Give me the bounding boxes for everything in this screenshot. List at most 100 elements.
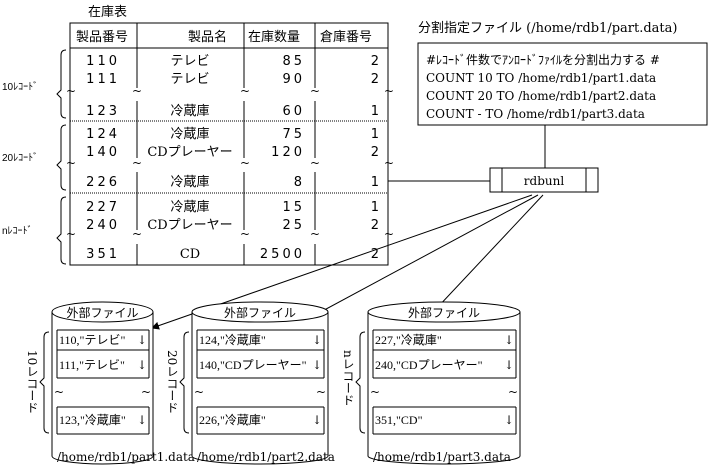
external-file-1: 外部ファイル110,"テレビ"↓111,"テレビ"↓123,"冷蔵庫"↓~~10… [25, 301, 195, 465]
cylinder-top [51, 301, 154, 323]
tilde-break: ~ [66, 84, 76, 98]
tilde-break: ~ [310, 156, 320, 170]
cell-product-name: CDプレーヤー [147, 145, 232, 160]
cell-product-no: 110 [86, 54, 120, 69]
record-text: 123,"冷蔵庫" [59, 413, 126, 427]
cell-warehouse-no: 1 [371, 200, 382, 215]
group-brace [355, 331, 366, 434]
cell-product-name: CDプレーヤー [147, 218, 232, 233]
tilde-break: ~ [66, 227, 76, 241]
group-brace [56, 196, 67, 265]
header-stock-qty: 在庫数量 [248, 30, 300, 45]
cell-stock-qty: 90 [282, 72, 305, 87]
record-text: 226,"冷蔵庫" [199, 413, 266, 427]
group-label-vertical: 20レコード [165, 350, 179, 413]
cell-product-name: 冷蔵庫 [170, 104, 209, 119]
cell-product-name: テレビ [170, 72, 209, 87]
header-warehouse-no: 倉庫番号 [320, 30, 372, 45]
cell-warehouse-no: 2 [371, 54, 382, 69]
tilde-break: ~ [132, 156, 142, 170]
table-title: 在庫表 [88, 5, 127, 20]
spec-file-title: 分割指定ファイル (/home/rdb1/part.data) [418, 20, 677, 36]
tilde-break: ~ [508, 385, 518, 399]
record-arrow-icon: ↓ [312, 413, 322, 427]
cell-product-name: 冷蔵庫 [170, 127, 209, 142]
cell-warehouse-no: 1 [371, 104, 382, 119]
group-brace [56, 49, 67, 119]
cell-stock-qty: 2500 [260, 247, 305, 262]
tilde-break: ~ [194, 385, 204, 399]
record-arrow-icon: ↓ [137, 358, 147, 372]
group-brace [56, 124, 67, 191]
tilde-break: ~ [240, 84, 250, 98]
tilde-break: ~ [384, 84, 394, 98]
external-file-label: 外部ファイル [224, 305, 296, 320]
cell-warehouse-no: 2 [371, 145, 382, 160]
record-text: 227,"冷蔵庫" [375, 333, 442, 347]
cell-product-name: 冷蔵庫 [170, 175, 209, 190]
group-label-vertical: 10レコード [25, 350, 39, 413]
tilde-break: ~ [384, 156, 394, 170]
cell-warehouse-no: 1 [371, 127, 382, 142]
output-arrow-2 [288, 194, 539, 330]
tilde-break: ~ [310, 227, 320, 241]
cell-product-no: 240 [86, 218, 120, 233]
record-arrow-icon: ↓ [312, 333, 322, 347]
group-label: nﾚｺｰﾄﾞ [2, 225, 33, 237]
spec-line: COUNT 10 TO /home/rdb1/part1.data [426, 71, 656, 85]
cell-stock-qty: 120 [271, 145, 305, 160]
cell-product-no: 123 [86, 104, 120, 119]
group-brace [39, 331, 50, 434]
cell-warehouse-no: 2 [371, 218, 382, 233]
cell-product-no: 226 [86, 175, 120, 190]
record-arrow-icon: ↓ [312, 358, 322, 372]
external-files: 外部ファイル110,"テレビ"↓111,"テレビ"↓123,"冷蔵庫"↓~~10… [25, 301, 521, 465]
cell-stock-qty: 15 [282, 200, 305, 215]
cell-stock-qty: 60 [282, 104, 305, 119]
cell-product-no: 140 [86, 145, 120, 160]
cell-stock-qty: 8 [294, 175, 305, 190]
group-label-vertical: nレコード [341, 350, 355, 406]
tilde-break: ~ [384, 227, 394, 241]
tilde-break: ~ [132, 84, 142, 98]
cell-product-no: 124 [86, 127, 120, 142]
file-path: /home/rdb1/part3.data [373, 450, 511, 464]
tilde-break: ~ [370, 385, 380, 399]
tilde-break: ~ [66, 156, 76, 170]
header-product-no: 製品番号 [76, 30, 128, 45]
record-text: 140,"CDプレーヤー" [199, 358, 307, 372]
cell-product-name: テレビ [170, 54, 209, 69]
cell-warehouse-no: 2 [371, 72, 382, 87]
external-file-label: 外部ファイル [408, 305, 480, 320]
record-text: 124,"冷蔵庫" [199, 333, 266, 347]
external-file-3: 外部ファイル 227,"冷蔵庫" ↓ 240,"CDプレーヤー" ↓ 351,"CD" ↓ ~… [341, 301, 521, 465]
column-lines [136, 23, 316, 265]
spec-file-box [417, 42, 708, 126]
cell-warehouse-no: 2 [371, 247, 382, 262]
cell-product-name: CD [180, 247, 200, 262]
tilde-break: ~ [240, 156, 250, 170]
record-arrow-icon: ↓ [504, 358, 514, 372]
tilde-break: ~ [316, 385, 326, 399]
record-arrow-icon: ↓ [504, 413, 514, 427]
cell-product-no: 227 [86, 200, 120, 215]
record-text: 240,"CDプレーヤー" [375, 358, 483, 372]
cell-product-name: 冷蔵庫 [170, 200, 209, 215]
rdbunl-label: rdbunl [524, 174, 565, 188]
group-label: 20ﾚｺｰﾄﾞ [2, 152, 38, 164]
cell-product-no: 111 [86, 72, 120, 87]
file-path: /home/rdb1/part1.data [57, 450, 195, 464]
record-text: 110,"テレビ" [59, 333, 125, 347]
cylinder-top [367, 301, 521, 323]
cell-product-no: 351 [86, 247, 120, 262]
record-arrow-icon: ↓ [504, 333, 514, 347]
inventory-table [69, 22, 389, 266]
group-brace [179, 331, 190, 434]
file-path: /home/rdb1/part2.data [197, 450, 335, 464]
external-file-2: 外部ファイル 124,"冷蔵庫" ↓ 140,"CDプレーヤー" ↓ 226,"冷蔵庫" ↓… [165, 301, 335, 465]
record-text: 351,"CD" [375, 413, 423, 427]
spec-line: COUNT 20 TO /home/rdb1/part2.data [426, 89, 656, 103]
